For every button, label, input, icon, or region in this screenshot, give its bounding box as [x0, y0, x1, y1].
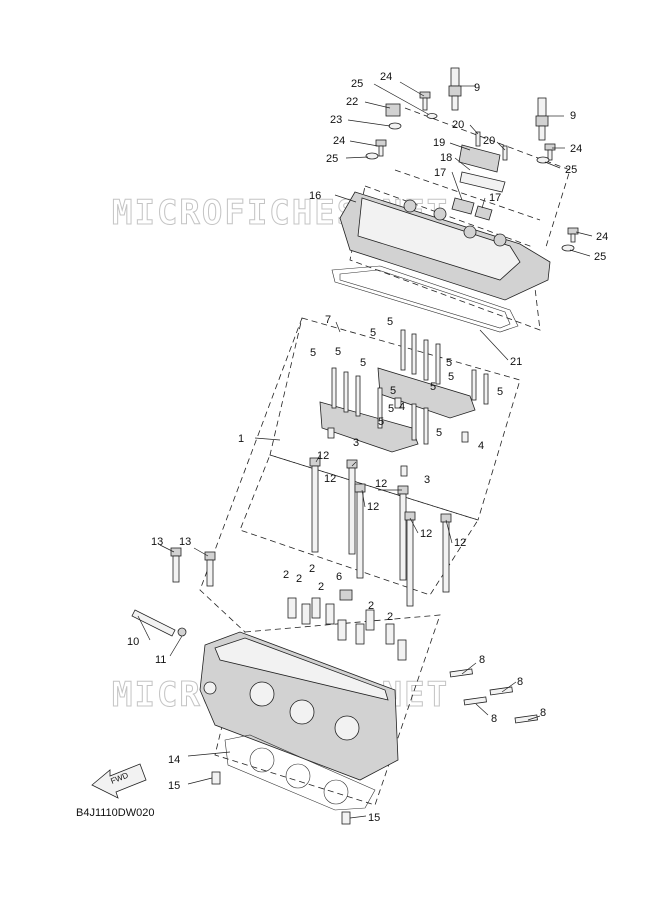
callout-20-a: 20: [452, 119, 464, 131]
callout-20-b: 20: [483, 135, 495, 147]
callout-24-b: 24: [333, 135, 345, 147]
callout-18: 18: [440, 152, 452, 164]
callout-5-e: 5: [360, 357, 366, 369]
callout-5-d: 5: [310, 347, 316, 359]
callout-11: 11: [155, 654, 166, 666]
callout-5-b: 5: [370, 327, 376, 339]
spark-plug-left[interactable]: [448, 67, 476, 111]
callout-5-k: 5: [388, 403, 394, 415]
callout-13-a: 13: [151, 536, 163, 548]
diagram-code: B4J1110DW020: [76, 807, 154, 819]
callout-2-b: 2: [296, 573, 302, 585]
callout-5-j: 5: [390, 385, 396, 397]
callout-6: 6: [336, 571, 342, 583]
cover-bolts-top[interactable]: [365, 91, 579, 252]
callout-17-b: 17: [489, 192, 501, 204]
callout-2-f: 2: [387, 611, 393, 623]
valve-guides[interactable]: [287, 589, 407, 661]
side-bolts[interactable]: [131, 547, 216, 637]
callout-12-f: 12: [454, 537, 466, 549]
callout-5-m: 5: [436, 427, 442, 439]
callout-3-b: 3: [424, 474, 430, 486]
callout-7: 7: [325, 314, 331, 326]
callout-15-a: 15: [168, 780, 180, 792]
dowel-pins[interactable]: [211, 771, 351, 825]
callout-21: 21: [510, 356, 522, 368]
callout-16: 16: [309, 190, 321, 202]
callout-2-d: 2: [318, 581, 324, 593]
callout-24-a: 24: [380, 71, 392, 83]
callout-8-c: 8: [491, 713, 497, 725]
callout-25-b: 25: [326, 153, 338, 165]
callout-12-a: 12: [317, 450, 329, 462]
callout-3-a: 3: [353, 437, 359, 449]
callout-12-b: 12: [324, 473, 336, 485]
cover-gasket[interactable]: [331, 265, 519, 333]
callout-8-d: 8: [540, 707, 546, 719]
callout-24-c: 24: [570, 143, 582, 155]
callout-9-right: 9: [570, 110, 576, 122]
breather-assembly[interactable]: [451, 131, 508, 221]
callout-2-a: 2: [283, 569, 289, 581]
callout-8-b: 8: [517, 676, 523, 688]
head-bolts[interactable]: [309, 457, 452, 607]
callout-25-c: 25: [565, 164, 577, 176]
callout-13-b: 13: [179, 536, 191, 548]
callout-5-c: 5: [335, 346, 341, 358]
callout-12-d: 12: [367, 501, 379, 513]
callout-17-a: 17: [434, 167, 446, 179]
cylinder-head-cover[interactable]: [339, 191, 551, 301]
callout-2-c: 2: [309, 563, 315, 575]
callout-2-e: 2: [368, 600, 374, 612]
head-gasket[interactable]: [224, 734, 376, 811]
callout-12-e: 12: [420, 528, 432, 540]
callout-24-d: 24: [596, 231, 608, 243]
callout-1: 1: [238, 433, 244, 445]
cap-bolts: [331, 329, 489, 445]
callout-25-a: 25: [351, 78, 363, 90]
callout-8-a: 8: [479, 654, 485, 666]
callout-5-l: 5: [378, 416, 384, 428]
callout-4-b: 4: [478, 440, 484, 452]
callout-5-h: 5: [497, 386, 503, 398]
callout-5-a: 5: [387, 316, 393, 328]
camshaft-caps[interactable]: [319, 329, 489, 477]
spark-plug-right[interactable]: [535, 97, 564, 141]
callout-leaders: [137, 81, 593, 819]
callout-14: 14: [168, 754, 180, 766]
callout-5-g: 5: [448, 371, 454, 383]
callout-15-b: 15: [368, 812, 380, 824]
callout-labels: 9 9 24 25 22 23 24 25 20 20 19 18 17 17 …: [127, 71, 608, 824]
callout-5-f: 5: [446, 357, 452, 369]
callout-5-i: 5: [430, 381, 436, 393]
cylinder-head[interactable]: [199, 631, 399, 781]
callout-4-a: 4: [399, 401, 405, 413]
callout-12-c: 12: [375, 478, 387, 490]
fwd-arrow: FWD: [91, 763, 147, 799]
callout-19: 19: [433, 137, 445, 149]
callout-9-left: 9: [474, 82, 480, 94]
callout-10: 10: [127, 636, 139, 648]
callout-25-d: 25: [594, 251, 606, 263]
group-outlines: [199, 107, 571, 806]
callout-22: 22: [346, 96, 358, 108]
callout-23: 23: [330, 114, 342, 126]
